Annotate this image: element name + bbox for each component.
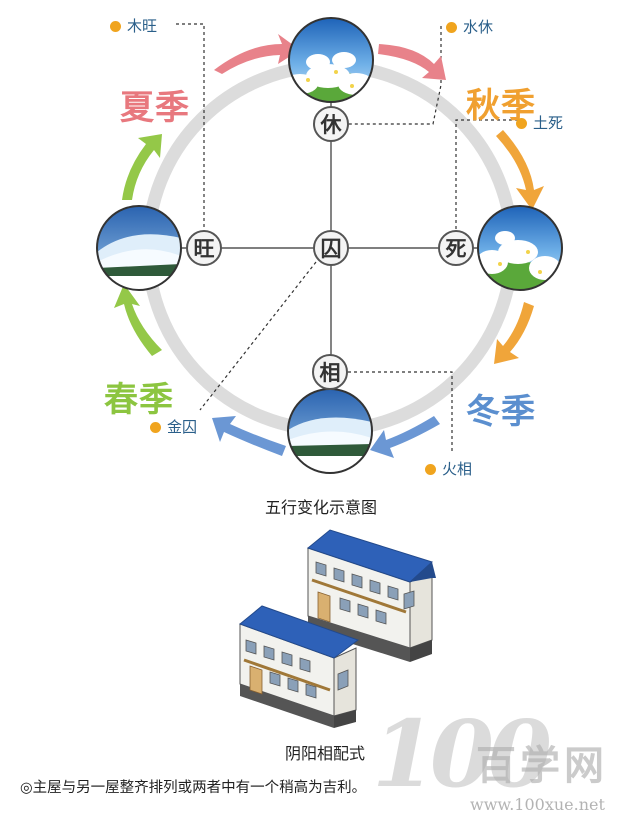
watermark-text: 百学网	[476, 743, 608, 789]
orange-dot-icon	[110, 21, 121, 32]
element-label-earth: 土死	[516, 112, 563, 133]
leader-metal	[199, 261, 317, 411]
orange-dot-icon	[516, 118, 527, 129]
node-right: 死	[438, 230, 474, 266]
winter-arrow-icon-bottom	[370, 416, 440, 458]
summer-arrow-icon	[214, 34, 300, 74]
watermark-number: 100	[372, 700, 552, 808]
element-text-fire: 火相	[442, 460, 473, 478]
front-house	[239, 605, 360, 728]
illustration-note: ◎主屋与另一屋整齐排列或两者中有一个稍高为吉利。	[20, 780, 367, 796]
element-text-wood: 木旺	[127, 17, 158, 35]
autumn-arrow-icon-right	[496, 130, 544, 210]
winter-arrow-icon-right	[494, 302, 534, 364]
flower-field-image	[289, 18, 373, 102]
orange-dot-icon	[446, 22, 457, 33]
autumn-arrow-icon-top	[378, 44, 446, 80]
leader-water	[348, 26, 442, 125]
illustration-caption: 阴阳相配式	[285, 744, 366, 763]
node-left: 旺	[186, 230, 222, 266]
leader-earth	[455, 119, 518, 236]
diagram-caption: 五行变化示意图	[265, 498, 378, 517]
spring-arrow-icon-left	[114, 284, 162, 356]
watermark-url: www.100xue.net	[470, 795, 605, 814]
node-center: 囚	[313, 230, 349, 266]
snow-mountain-image	[97, 206, 181, 290]
element-text-water: 水休	[463, 18, 494, 36]
image-frame-top	[288, 17, 374, 103]
leader-fire	[348, 371, 453, 452]
image-frame-right	[477, 205, 563, 291]
element-label-wood: 木旺	[110, 15, 157, 36]
flower-field-image-right	[478, 206, 562, 290]
element-text-earth: 土死	[533, 114, 564, 132]
orange-dot-icon	[150, 422, 161, 433]
leader-lines	[176, 23, 518, 452]
season-label-winter: 冬季	[466, 392, 536, 432]
twin-houses-image	[239, 529, 436, 728]
orange-dot-icon	[425, 464, 436, 475]
season-label-summer: 夏季	[120, 88, 190, 128]
element-text-metal: 金囚	[167, 418, 198, 436]
node-top: 休	[313, 106, 349, 142]
element-label-water: 水休	[446, 16, 493, 37]
node-bottom: 相	[312, 354, 348, 390]
element-label-metal: 金囚	[150, 416, 197, 437]
season-label-spring: 春季	[104, 380, 174, 420]
image-frame-left	[96, 205, 182, 291]
element-label-fire: 火相	[425, 458, 472, 479]
summer-arrow-icon-left	[122, 134, 162, 200]
snow-mountain-image-bottom	[288, 389, 372, 473]
spring-arrow-icon-bottom	[212, 416, 286, 456]
